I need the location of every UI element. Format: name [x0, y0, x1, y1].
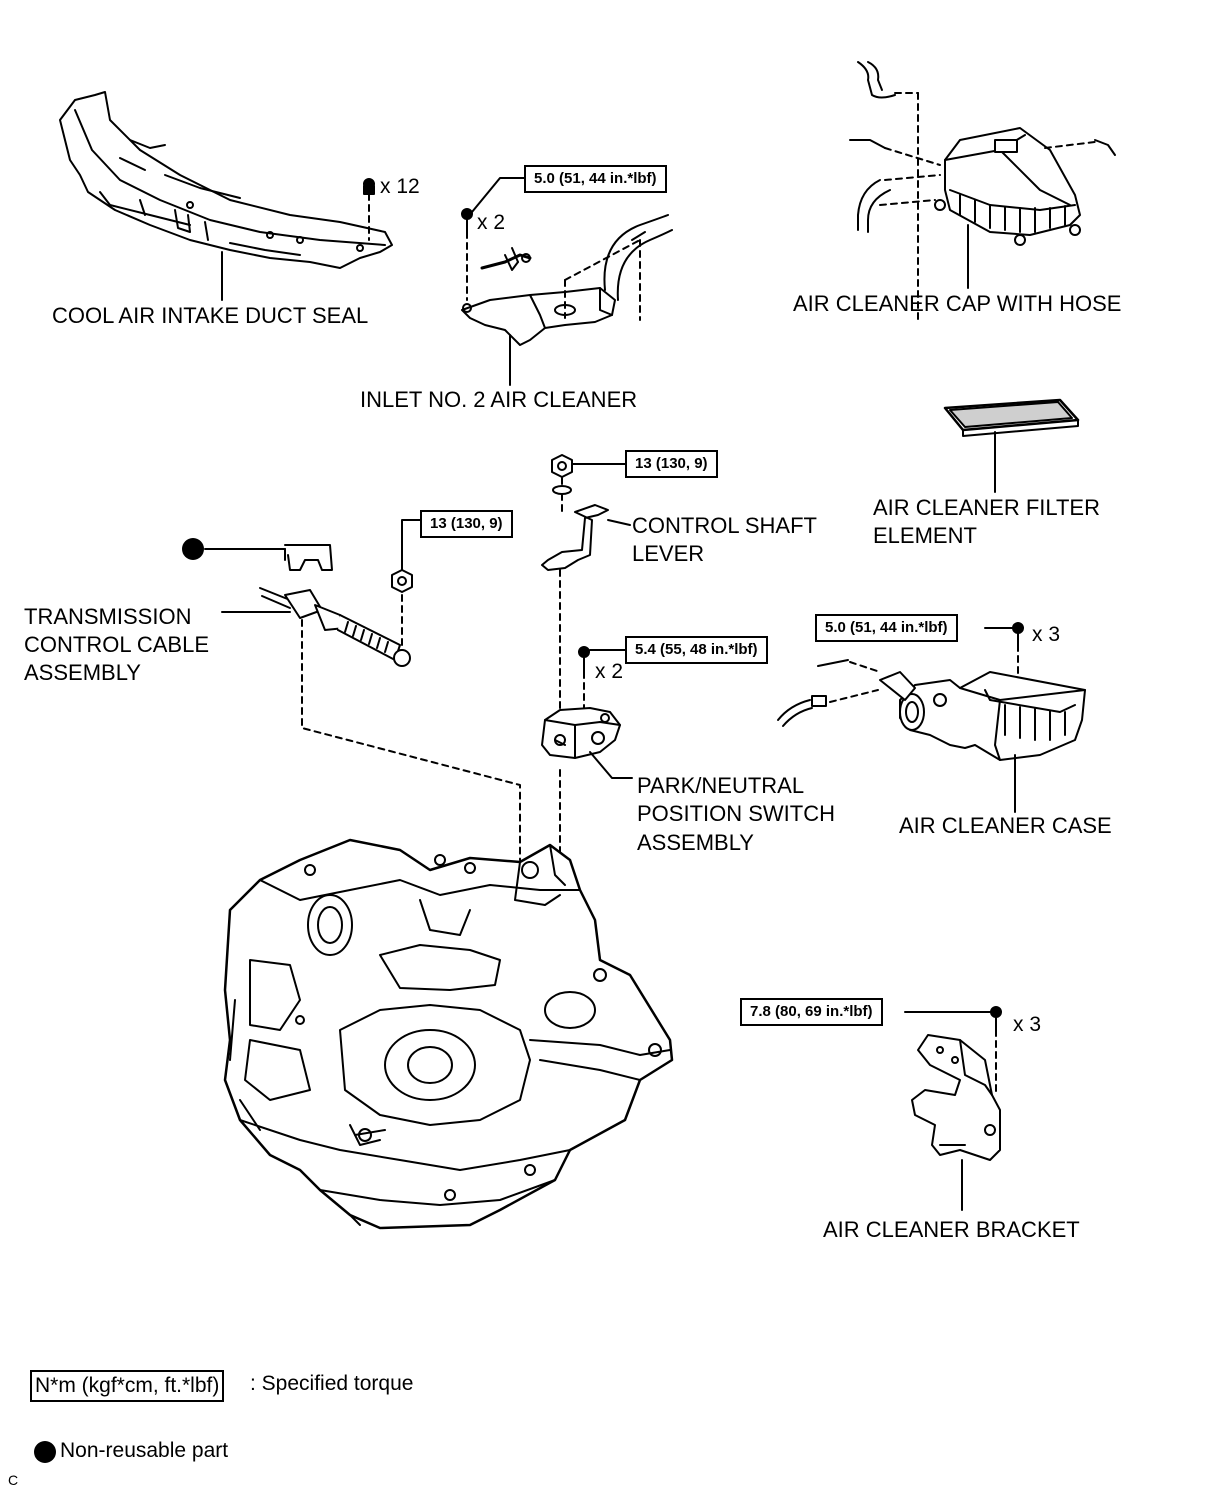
control-shaft-lever-drawing — [541, 454, 631, 876]
qty-case-bolts: x 3 — [1032, 623, 1061, 646]
air-cleaner-bracket-drawing — [904, 1006, 1002, 1211]
park-neutral-position-switch-drawing — [541, 646, 633, 779]
nonreusable-marker-dot — [182, 538, 204, 560]
label-air-cleaner-cap-with-hose: AIR CLEANER CAP WITH HOSE — [793, 291, 1122, 316]
torque-cable-nut: 13 (130, 9) — [420, 510, 513, 538]
label-inlet-no2-air-cleaner: INLET NO. 2 AIR CLEANER — [360, 387, 638, 412]
label-air-cleaner-filter-element-line2: ELEMENT — [873, 523, 977, 548]
torque-inlet-bolt: 5.0 (51, 44 in.*lbf) — [524, 165, 667, 193]
torque-case-bolt: 5.0 (51, 44 in.*lbf) — [815, 614, 958, 642]
inlet-no2-air-cleaner-drawing — [461, 177, 673, 386]
torque-bracket-bolt: 7.8 (80, 69 in.*lbf) — [740, 998, 883, 1026]
air-cleaner-case-drawing — [777, 622, 1086, 813]
label-cool-air-intake-duct-seal: COOL AIR INTAKE DUCT SEAL — [52, 303, 369, 328]
label-transmission-cable-line3: ASSEMBLY — [24, 660, 141, 685]
air-cleaner-cap-with-hose-drawing — [849, 61, 1116, 321]
air-cleaner-filter-element-drawing — [943, 398, 1080, 493]
torque-switch-bolt: 5.4 (55, 48 in.*lbf) — [625, 636, 768, 664]
cool-air-intake-duct-seal-drawing — [59, 91, 393, 301]
label-park-neutral-line3: ASSEMBLY — [637, 830, 754, 855]
legend-torque-unit-box: N*m (kgf*cm, ft.*lbf) — [30, 1370, 225, 1402]
qty-duct-seal-clips: x 12 — [380, 175, 420, 198]
qty-inlet-bolts: x 2 — [477, 211, 506, 234]
torque-lever-nut: 13 (130, 9) — [625, 450, 718, 478]
qty-bracket-bolts: x 3 — [1013, 1013, 1042, 1036]
transmission-control-cable-drawing — [204, 519, 521, 861]
label-park-neutral-line2: POSITION SWITCH — [637, 801, 835, 826]
label-air-cleaner-filter-element-line1: AIR CLEANER FILTER — [873, 495, 1100, 520]
label-park-neutral-line1: PARK/NEUTRAL — [637, 773, 805, 798]
qty-switch-bolts: x 2 — [595, 660, 624, 683]
label-air-cleaner-case: AIR CLEANER CASE — [899, 813, 1112, 838]
label-control-shaft-lever-line2: LEVER — [632, 541, 705, 566]
label-transmission-cable-line2: CONTROL CABLE — [24, 632, 210, 657]
label-transmission-cable-line1: TRANSMISSION — [24, 604, 192, 629]
legend-nonreusable-dot — [34, 1441, 56, 1463]
transaxle-drawing — [223, 838, 674, 1230]
legend-nonreusable-description: Non-reusable part — [60, 1439, 229, 1462]
legend-torque-description: : Specified torque — [250, 1372, 414, 1395]
label-control-shaft-lever-line1: CONTROL SHAFT — [632, 513, 817, 538]
corner-mark: C — [8, 1472, 19, 1488]
label-air-cleaner-bracket: AIR CLEANER BRACKET — [823, 1217, 1080, 1242]
